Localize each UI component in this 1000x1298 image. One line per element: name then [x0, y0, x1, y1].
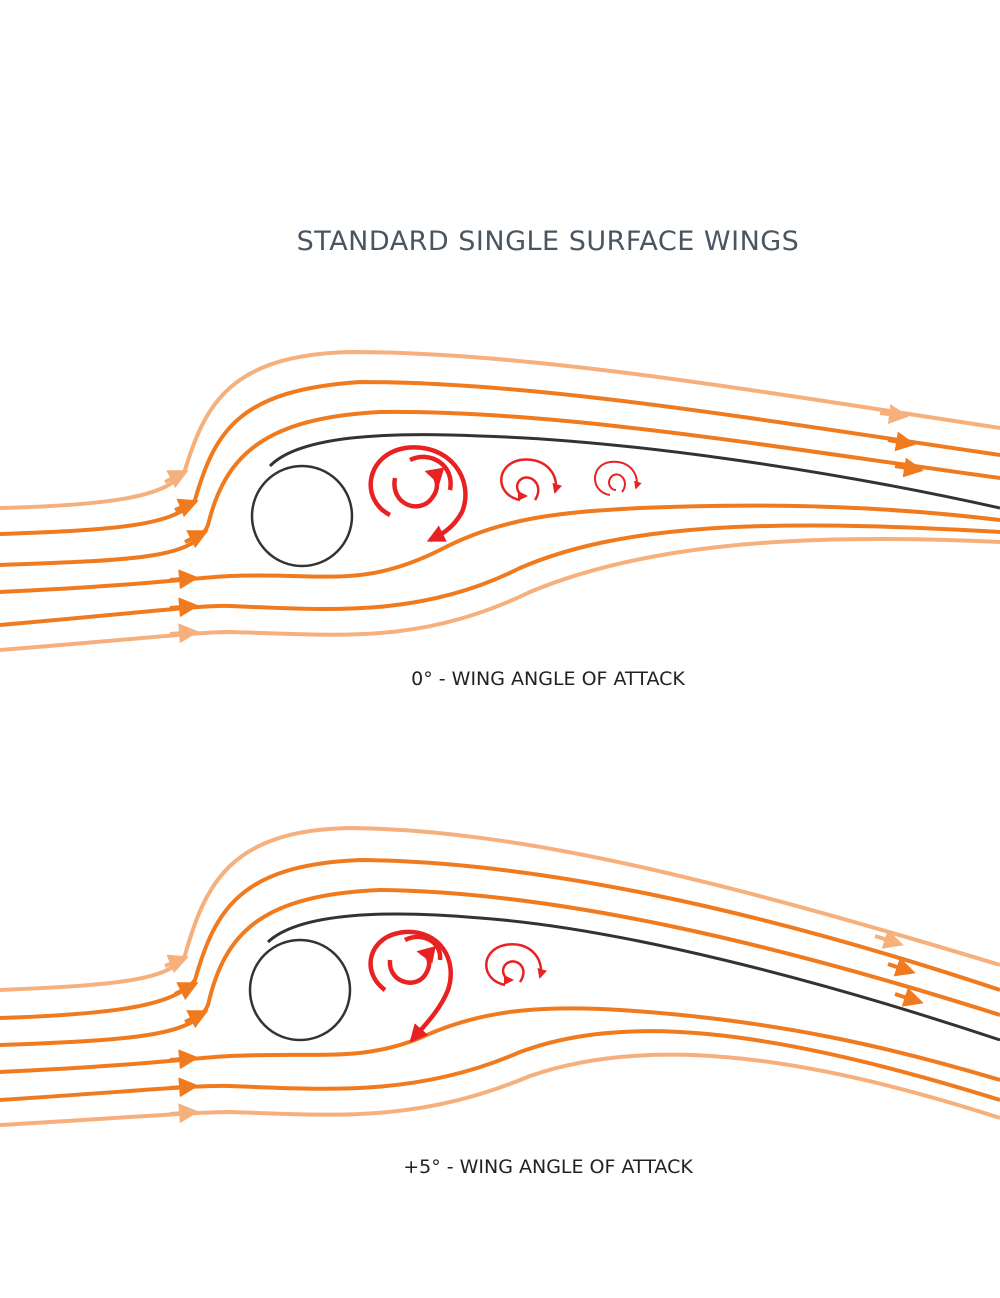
- airflow-diagram-0-degrees: [0, 349, 1000, 652]
- arrow-marker: [164, 954, 189, 974]
- streamline-upper-1: [0, 349, 1000, 510]
- airflow-diagram-5-degrees: [0, 825, 1000, 1127]
- vortex-large: [368, 929, 453, 1043]
- wing-surface: [268, 433, 1000, 510]
- page-title: STANDARD SINGLE SURFACE WINGS: [296, 226, 800, 257]
- caption-0-degrees: 0° - WING ANGLE OF ATTACK: [411, 668, 685, 690]
- streamline-upper-3: [0, 409, 1000, 567]
- wing-surface: [266, 912, 1000, 1042]
- arrow-marker: [887, 957, 916, 977]
- streamline-lower-1: [0, 1006, 1000, 1082]
- vortex-large: [368, 445, 468, 543]
- streamline-upper-2: [0, 857, 1000, 1020]
- caption-5-degrees: +5° - WING ANGLE OF ATTACK: [403, 1156, 693, 1178]
- streamline-upper-1: [0, 825, 1000, 992]
- vortex-medium: [500, 458, 563, 502]
- arrow-marker: [894, 987, 924, 1007]
- vortex-small: [594, 460, 642, 496]
- arrow-marker: [887, 431, 916, 452]
- arrow-marker: [174, 498, 199, 518]
- wing-leading-edge: [250, 464, 354, 568]
- arrow-marker: [874, 929, 904, 949]
- streamline-upper-2: [0, 379, 1000, 536]
- arrow-marker: [184, 1010, 209, 1029]
- streamline-upper-3: [0, 887, 1000, 1047]
- arrow-marker: [879, 404, 909, 425]
- arrow-marker: [169, 623, 199, 644]
- arrow-marker: [174, 982, 199, 1001]
- arrow-marker: [169, 1049, 199, 1070]
- arrow-marker: [169, 1077, 199, 1098]
- arrow-marker: [894, 457, 924, 478]
- arrow-marker: [184, 530, 209, 549]
- arrow-marker: [169, 1103, 199, 1124]
- arrow-marker: [169, 569, 199, 590]
- wing-leading-edge: [248, 938, 352, 1042]
- vortex-medium: [485, 942, 548, 987]
- arrow-marker: [169, 597, 199, 618]
- arrow-marker: [164, 470, 189, 489]
